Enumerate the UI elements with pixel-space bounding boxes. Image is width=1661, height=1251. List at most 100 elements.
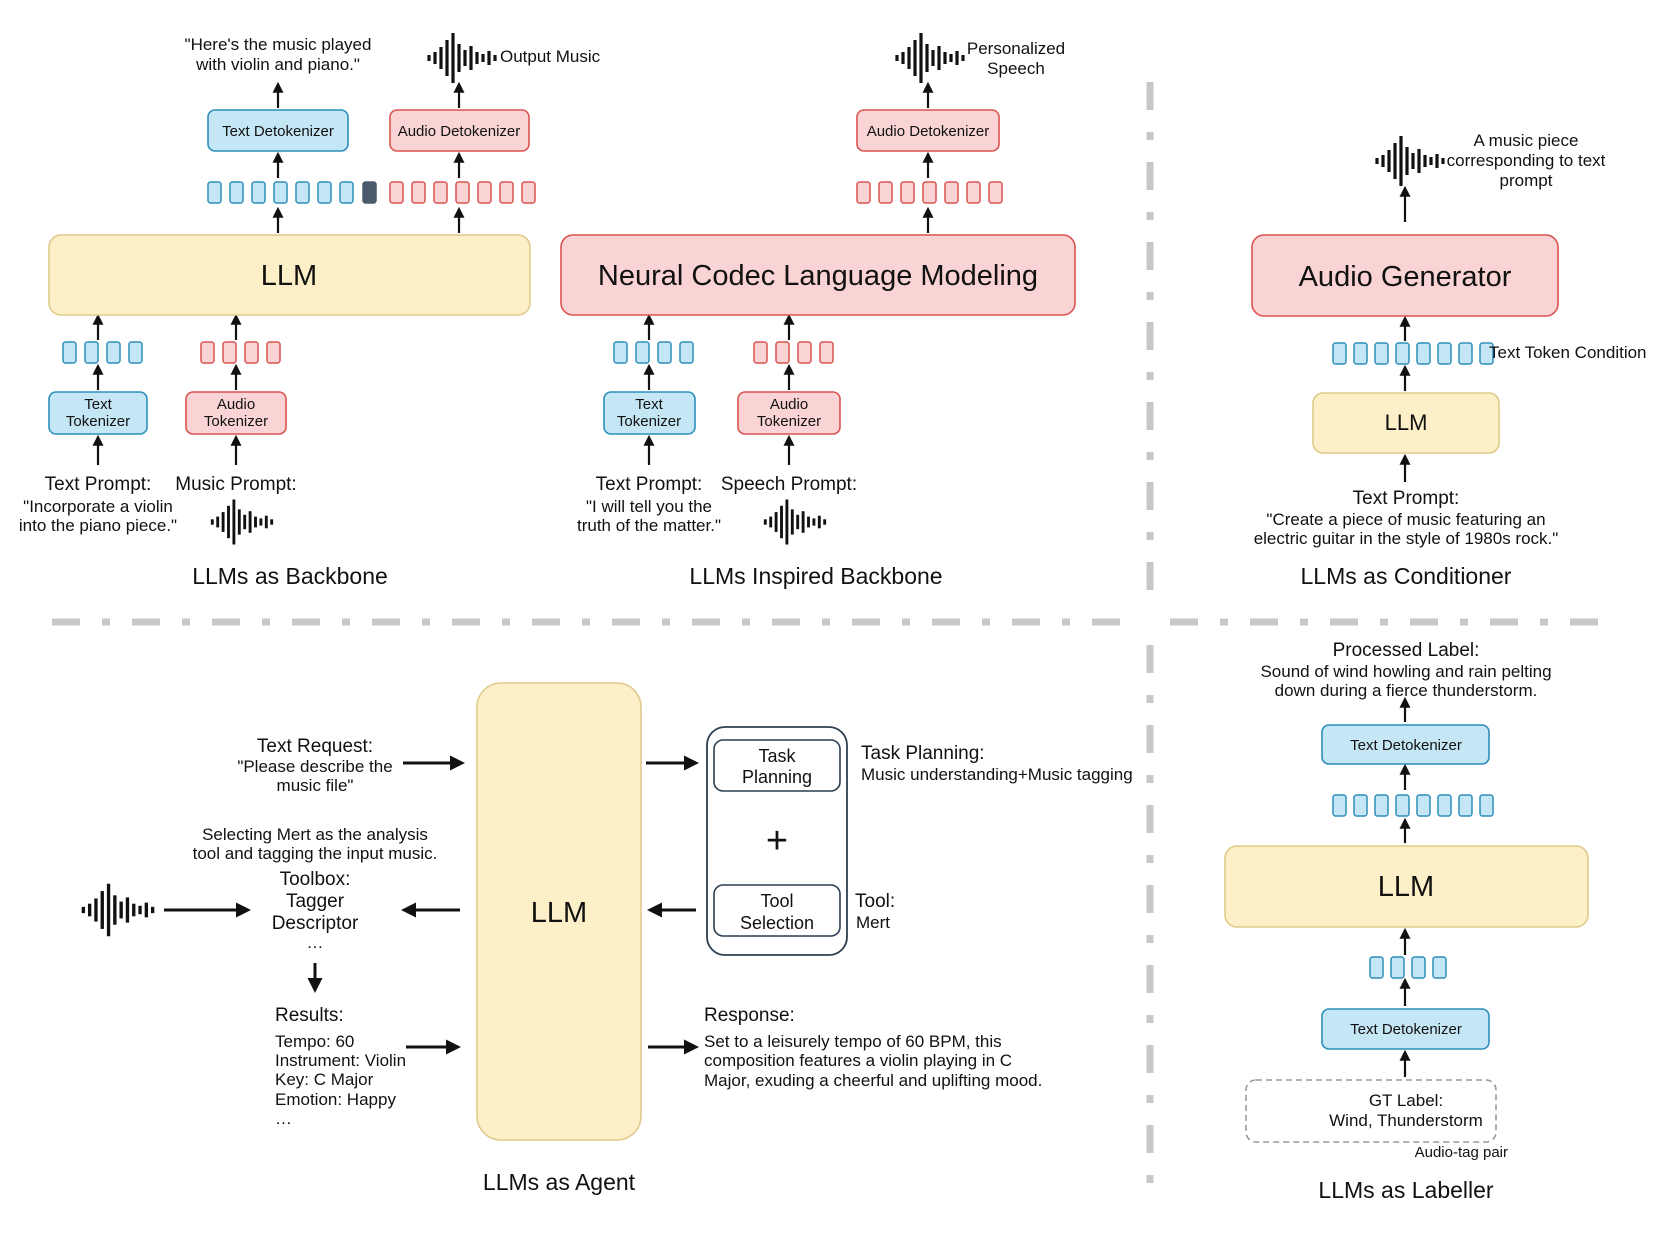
agent-result-5: …: [275, 1109, 292, 1128]
labeller-llm-block: [1224, 845, 1589, 928]
backbone-audio-detokenizer: [389, 109, 530, 152]
labeller-llm-label: LLM: [1378, 871, 1434, 903]
agent-input-music-icon: [81, 883, 155, 937]
agent-tool-box-line2: Selection: [740, 913, 814, 933]
inspired-output-line2: Speech: [987, 59, 1045, 78]
inspired-output-audio-token: [966, 181, 981, 204]
labeller-text-detokenizer-bottom: [1321, 1008, 1490, 1050]
backbone-music-prompt-icon: [210, 499, 274, 545]
conditioner-text-prompt-line2: electric guitar in the style of 1980s ro…: [1254, 529, 1559, 548]
agent-task-box-line2: Planning: [742, 767, 812, 787]
backbone-audio-tokenizer-label-2: Tokenizer: [204, 413, 268, 430]
conditioner-output-line3: prompt: [1500, 171, 1553, 190]
conditioner-text-prompt-heading: Text Prompt:: [1353, 488, 1460, 509]
labeller-text-detokenizer-bottom-label: Text Detokenizer: [1350, 1021, 1462, 1038]
agent-llm-label: LLM: [531, 897, 587, 929]
conditioner-condition-token: [1416, 342, 1431, 365]
backbone-text-prompt-line2: into the piano piece.": [19, 516, 177, 535]
agent-response-line2: composition features a violin playing in…: [704, 1051, 1012, 1070]
inspired-output-audio-token: [988, 181, 1003, 204]
inspired-caption: LLMs Inspired Backbone: [689, 563, 942, 589]
backbone-output-audio-token: [411, 181, 426, 204]
backbone-output-audio-token: [433, 181, 448, 204]
inspired-output-audio-token: [922, 181, 937, 204]
agent-tool-heading: Tool:: [855, 891, 895, 912]
conditioner-condition-token: [1395, 342, 1410, 365]
conditioner-audio-generator: [1251, 234, 1559, 317]
backbone-input-audio-token: [222, 341, 237, 364]
backbone-output-text-token: [229, 181, 244, 204]
labeller-text-detokenizer-top: [1321, 724, 1490, 765]
agent-tool-value: Mert: [856, 913, 890, 932]
inspired-text-prompt-line2: truth of the matter.": [577, 516, 721, 535]
backbone-output-separator-token: [362, 181, 377, 204]
labeller-output-text-token: [1479, 794, 1494, 817]
agent-results-heading: Results:: [275, 1005, 344, 1026]
inspired-text-tokenizer-label-1: Text: [635, 396, 663, 413]
inspired-input-text-token: [679, 341, 694, 364]
backbone-audio-detokenizer-label: Audio Detokenizer: [398, 123, 521, 140]
flow-arrows: [92, 81, 1411, 1077]
inspired-input-text-token: [635, 341, 650, 364]
conditioner-condition-token: [1374, 342, 1389, 365]
inspired-output-audio-token: [856, 181, 871, 204]
inspired-output-audio-token: [878, 181, 893, 204]
panel-backbone: "Here's the music played with violin and…: [19, 35, 601, 589]
agent-task-planning-value: Music understanding+Music tagging: [861, 765, 1133, 784]
backbone-input-text-token: [62, 341, 77, 364]
backbone-input-text-token: [84, 341, 99, 364]
agent-text-request-line1: "Please describe the: [237, 757, 392, 776]
backbone-audio-tokenizer: [185, 391, 287, 435]
backbone-output-audio-token: [477, 181, 492, 204]
backbone-music-prompt-heading: Music Prompt:: [175, 474, 296, 495]
backbone-audio-tokenizer-label-1: Audio: [217, 396, 255, 413]
inspired-audio-detokenizer-label: Audio Detokenizer: [867, 123, 990, 140]
panel-dividers: [52, 82, 1605, 1195]
labeller-output-text-token: [1458, 794, 1473, 817]
labeller-input-text-token: [1411, 956, 1426, 979]
token-rows: [62, 181, 1494, 979]
inspired-model-block: [560, 234, 1076, 316]
agent-toolbox-item-2: Descriptor: [272, 913, 359, 934]
backbone-output-text-token: [207, 181, 222, 204]
labeller-input-text-token: [1432, 956, 1447, 979]
backbone-text-tokenizer: [48, 391, 148, 435]
conditioner-output-music-icon: [1375, 136, 1445, 186]
agent-selecting-line1: Selecting Mert as the analysis: [202, 825, 428, 844]
inspired-speech-prompt-heading: Speech Prompt:: [721, 474, 857, 495]
agent-text-request-heading: Text Request:: [257, 736, 373, 757]
labeller-output-text-token: [1374, 794, 1389, 817]
labeller-processed-line1: Sound of wind howling and rain pelting: [1260, 662, 1551, 681]
backbone-output-text-line1: "Here's the music played: [185, 35, 372, 54]
inspired-text-prompt-heading: Text Prompt:: [596, 474, 703, 495]
backbone-caption: LLMs as Backbone: [192, 563, 388, 589]
conditioner-llm-block: [1312, 392, 1500, 454]
panel-inspired: Personalized Speech Audio Detokenizer Ne…: [560, 39, 1076, 589]
inspired-output-audio-token: [944, 181, 959, 204]
agent-task-planning-heading: Task Planning:: [861, 743, 985, 764]
backbone-output-text-token: [273, 181, 288, 204]
agent-tool-box-line1: Tool: [760, 891, 793, 911]
agent-caption: LLMs as Agent: [483, 1169, 636, 1195]
labeller-text-detokenizer-top-label: Text Detokenizer: [1350, 737, 1462, 754]
conditioner-condition-token: [1458, 342, 1473, 365]
labeller-output-text-token: [1353, 794, 1368, 817]
backbone-output-text-token: [251, 181, 266, 204]
labeller-input-text-token: [1390, 956, 1405, 979]
agent-tool-selection-box: [713, 884, 841, 937]
agent-plus-sign: +: [766, 820, 788, 862]
backbone-text-detokenizer-label: Text Detokenizer: [222, 123, 334, 140]
agent-toolbox-heading: Toolbox:: [280, 869, 351, 890]
conditioner-text-prompt-line1: "Create a piece of music featuring an: [1266, 510, 1545, 529]
inspired-audio-tokenizer: [737, 391, 841, 435]
backbone-output-audio-token: [521, 181, 536, 204]
agent-result-4: Emotion: Happy: [275, 1090, 396, 1109]
inspired-speech-prompt-icon: [763, 499, 827, 545]
backbone-text-tokenizer-label-1: Text: [84, 396, 112, 413]
backbone-text-prompt-line1: "Incorporate a violin: [23, 497, 173, 516]
backbone-llm-label: LLM: [261, 260, 317, 292]
inspired-output-audio-token: [900, 181, 915, 204]
backbone-output-music-icon: [427, 33, 497, 83]
labeller-gt-label-heading: GT Label:: [1369, 1091, 1443, 1110]
